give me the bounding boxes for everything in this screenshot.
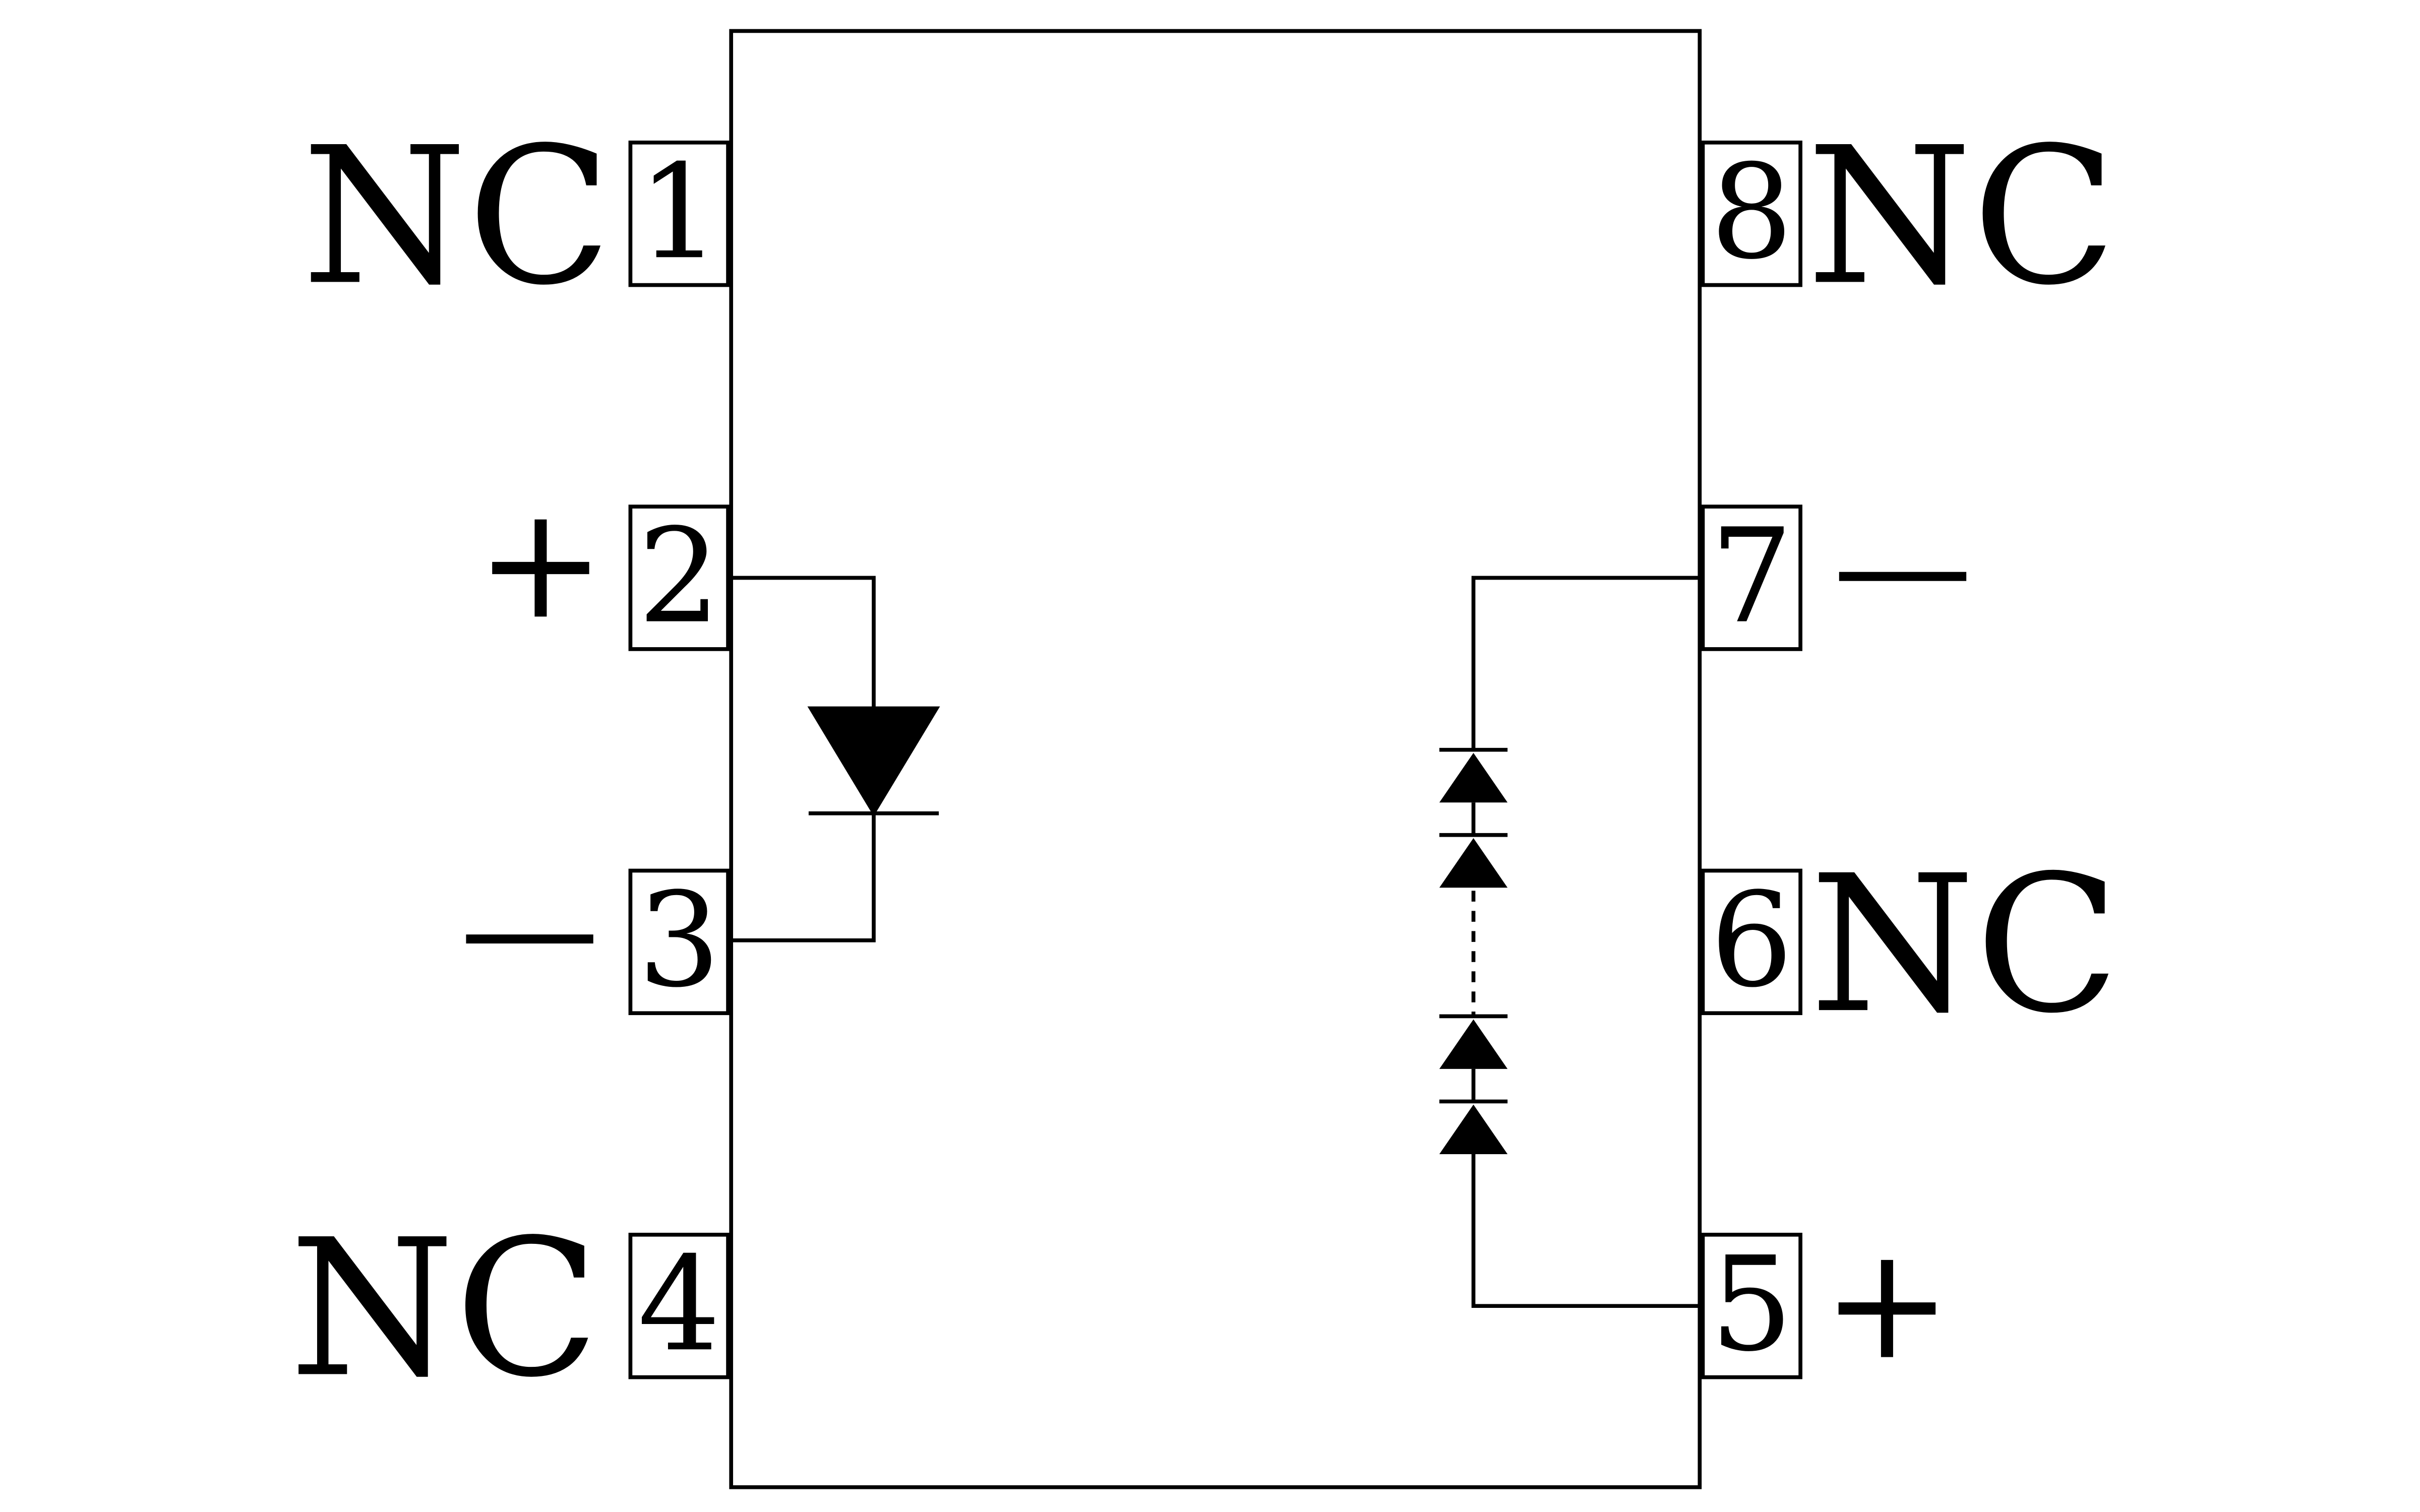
pin-2-number: 2: [638, 500, 720, 652]
pin-7: 7: [1701, 500, 1802, 652]
photodiode-array: [1439, 576, 1703, 1308]
pin-5: 5: [1701, 1228, 1802, 1380]
pin-6-number: 6: [1710, 864, 1793, 1016]
pin-3: 3: [628, 864, 730, 1016]
pin-1-label: NC: [301, 107, 612, 327]
pin-3-label: —: [460, 847, 599, 1009]
array-positive-wire: [1471, 1154, 1703, 1308]
photodiode-3-icon: [1439, 1019, 1508, 1069]
pin-6-box: [1701, 868, 1802, 1016]
led-triangle-icon: [807, 706, 940, 816]
package-body: [729, 29, 1702, 1489]
pin-3-number: 3: [638, 864, 720, 1016]
pin-2: 2: [628, 500, 730, 652]
pin-1-number: 1: [638, 136, 720, 288]
input-led: [731, 576, 940, 942]
pin-4-box: [628, 1232, 730, 1379]
pin-4-number: 4: [638, 1228, 720, 1380]
pin-1: 1: [628, 136, 730, 288]
pin-4-label: NC: [289, 1199, 599, 1419]
pin-2-box: [628, 505, 730, 651]
photodiode-1-icon: [1439, 752, 1508, 803]
pin-6: 6: [1701, 864, 1802, 1016]
pin-8: 8: [1701, 136, 1802, 288]
led-cathode-wire: [731, 813, 876, 942]
pin-8-box: [1701, 140, 1802, 287]
pin-1-box: [628, 140, 730, 287]
pin-7-number: 7: [1710, 500, 1793, 652]
photodiode-2-icon: [1439, 838, 1508, 888]
led-anode-wire: [731, 576, 876, 708]
pin-3-box: [628, 868, 730, 1016]
pin-6-label: NC: [1810, 835, 2120, 1055]
photodiode-4-icon: [1439, 1104, 1508, 1154]
pin-7-label: —: [1833, 484, 1973, 647]
pin-2-label: +: [476, 473, 606, 653]
pin-8-number: 8: [1710, 136, 1793, 288]
pin-5-number: 5: [1710, 1228, 1793, 1380]
array-negative-wire: [1471, 576, 1703, 750]
pin-5-label: +: [1822, 1214, 1952, 1394]
pin-4: 4: [628, 1228, 730, 1380]
pin-8-label: NC: [1806, 107, 2116, 327]
